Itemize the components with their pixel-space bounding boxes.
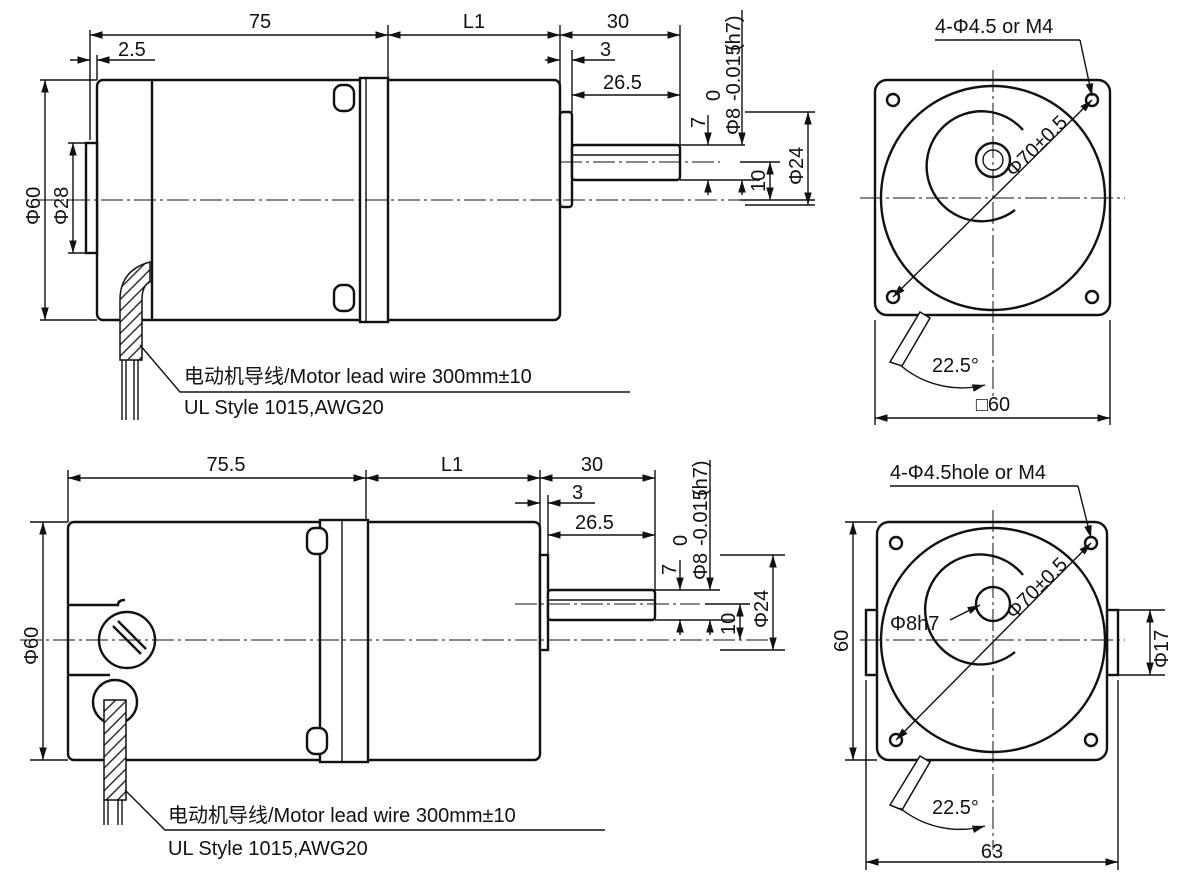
dim-body-dia: Φ60 <box>21 627 43 665</box>
holes-label: 4-Φ4.5hole or M4 <box>890 462 1046 484</box>
dim-tol-upper: 0 <box>703 90 725 101</box>
boss-label: Φ17 <box>1151 630 1173 668</box>
dim-body-dia: Φ60 <box>23 187 45 225</box>
bottom-front-view: 4-Φ4.5hole or M4 Φ70±0.5 Φ8h7 Φ17 60 63 … <box>831 462 1173 870</box>
dim-length: 75 <box>249 11 271 33</box>
dim-flat: 26.5 <box>603 72 642 94</box>
dim-flange-offset: 2.5 <box>118 39 146 61</box>
dim-7: 7 <box>659 564 681 575</box>
width-label: 63 <box>981 841 1003 863</box>
dim-pilot: Φ24 <box>786 147 808 185</box>
dim-fit: (h7) <box>723 15 745 51</box>
dim-pilot: Φ24 <box>751 590 773 628</box>
dim-l1: L1 <box>463 11 485 33</box>
square-label: □60 <box>976 394 1010 416</box>
dim-shaft-dia: Φ8 <box>690 553 712 580</box>
dim-step: 3 <box>572 482 583 504</box>
angle-label: 22.5° <box>932 355 979 377</box>
shaft-label: Φ8h7 <box>890 613 939 635</box>
top-front-view: 4-Φ4.5 or M4 Φ70±0.5 22.5° □60 <box>860 16 1125 425</box>
dim-10: 10 <box>718 613 740 635</box>
dim-fit: (h7) <box>690 460 712 496</box>
dim-7: 7 <box>688 117 710 128</box>
dim-10: 10 <box>748 170 770 192</box>
dim-shaft: 30 <box>607 11 629 33</box>
height-label: 60 <box>831 630 853 652</box>
bolt-heads <box>332 83 356 313</box>
dim-shaft: 30 <box>581 454 603 476</box>
dim-tol-upper: 0 <box>670 535 692 546</box>
wire-spec-label: UL Style 1015,AWG20 <box>168 838 368 860</box>
lead-wire-label: 电动机导线/Motor lead wire 300mm±10 <box>168 804 516 827</box>
lead-wire-label: 电动机导线/Motor lead wire 300mm±10 <box>184 365 532 388</box>
dim-l1: L1 <box>441 454 463 476</box>
dim-step: 3 <box>600 39 611 61</box>
wire-spec-label: UL Style 1015,AWG20 <box>184 397 384 419</box>
holes-label: 4-Φ4.5 or M4 <box>935 16 1053 38</box>
dim-flat: 26.5 <box>575 512 614 534</box>
angle-label: 22.5° <box>932 797 979 819</box>
dim-rear-boss: Φ28 <box>51 187 73 225</box>
bottom-side-view: 75.5 L1 30 3 26.5 Φ8 0 -0.015 (h7) 7 10 … <box>20 454 785 860</box>
dim-tol-lower: -0.015 <box>723 44 745 101</box>
top-side-view: 75 L1 30 2.5 3 26.5 Φ8 0 -0.015 (h7) 7 1… <box>23 10 815 420</box>
dim-tol-lower: -0.015 <box>690 489 712 546</box>
dim-shaft-dia: Φ8 <box>723 108 745 135</box>
dim-length: 75.5 <box>207 454 246 476</box>
